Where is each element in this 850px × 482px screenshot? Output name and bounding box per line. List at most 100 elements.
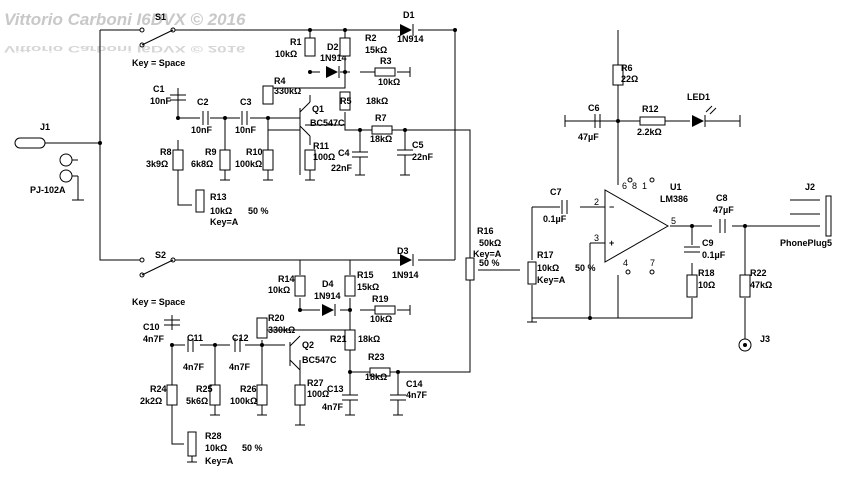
c12-value: 4n7F bbox=[229, 362, 251, 372]
c7-name: C7 bbox=[550, 187, 562, 197]
r22-value: 47kΩ bbox=[750, 280, 772, 290]
r2-value: 15kΩ bbox=[365, 45, 387, 55]
r11-name: R11 bbox=[313, 141, 329, 151]
ic-pin2: 2 bbox=[594, 197, 599, 207]
r18-value: 10Ω bbox=[698, 280, 715, 290]
r9-name: R9 bbox=[205, 147, 217, 157]
r13-value: 10kΩ bbox=[210, 206, 232, 216]
c12-name: C12 bbox=[232, 333, 249, 343]
ic-u1: − + U1 LM386 2 3 4 5 6 7 8 1 bbox=[594, 177, 688, 275]
r13-pct: 50 % bbox=[248, 206, 269, 216]
r26-value: 100kΩ bbox=[230, 396, 257, 406]
c9-value: 0.1µF bbox=[702, 250, 726, 260]
r16-name: R16 bbox=[477, 226, 494, 236]
c4-name: C4 bbox=[338, 148, 350, 158]
c7-value: 0.1µF bbox=[543, 214, 567, 224]
r8-name: R8 bbox=[160, 147, 172, 157]
d1-name: D1 bbox=[403, 10, 415, 20]
diode-d3: D3 1N914 bbox=[392, 246, 419, 280]
c11-value: 4n7F bbox=[183, 362, 205, 372]
d2-name: D2 bbox=[327, 42, 339, 52]
j1-name: J1 bbox=[40, 122, 50, 132]
j3-name: J3 bbox=[760, 334, 770, 344]
r23-name: R23 bbox=[368, 352, 385, 362]
r25-name: R25 bbox=[196, 384, 213, 394]
c3-value: 10nF bbox=[235, 125, 257, 135]
r15-name: R15 bbox=[357, 270, 374, 280]
c5-name: C5 bbox=[412, 140, 424, 150]
r21-value: 18kΩ bbox=[358, 334, 380, 344]
diode-d4: D4 1N914 bbox=[314, 279, 341, 316]
ic-plus-sign: + bbox=[609, 238, 614, 248]
r7-value: 18kΩ bbox=[370, 134, 392, 144]
s1-label: S1 bbox=[155, 12, 166, 22]
j1-part: PJ-102A bbox=[30, 185, 66, 195]
r28-name: R28 bbox=[205, 431, 222, 441]
switch-s2: S2 Key = Space bbox=[132, 250, 185, 307]
c14-value: 4n7F bbox=[406, 390, 428, 400]
r24-name: R24 bbox=[150, 384, 167, 394]
c8-name: C8 bbox=[716, 193, 728, 203]
q2-value: BC547C bbox=[302, 355, 337, 365]
capacitors: C1 10nF C2 10nF C3 10nF C4 22nF C5 22nF … bbox=[143, 84, 734, 412]
ic-pin1: 1 bbox=[642, 181, 647, 191]
r3-name: R3 bbox=[380, 56, 392, 66]
s2-label: S2 bbox=[155, 250, 166, 260]
s2-key-label: Key = Space bbox=[132, 297, 185, 307]
c13-name: C13 bbox=[327, 384, 344, 394]
r3-value: 10kΩ bbox=[378, 77, 400, 87]
c4-value: 22nF bbox=[331, 163, 353, 173]
r12-name: R12 bbox=[642, 104, 659, 114]
led-led1: LED1 bbox=[687, 92, 717, 127]
u1-name: U1 bbox=[670, 182, 682, 192]
ic-pin5: 5 bbox=[671, 216, 676, 226]
pot-r28: R28 10kΩ Key=A 50 % bbox=[171, 430, 263, 466]
r1-value: 10kΩ bbox=[275, 49, 297, 59]
r24-value: 2k2Ω bbox=[140, 396, 162, 406]
q1-name: Q1 bbox=[312, 104, 324, 114]
r16-value: 50kΩ bbox=[479, 238, 501, 248]
pot-r17: R17 10kΩ Key=A 50 % bbox=[527, 250, 596, 285]
watermark-reflection-text: Vittorio Carboni I6DVX © 2016 bbox=[4, 44, 246, 54]
ic-minus-sign: − bbox=[609, 202, 614, 212]
r9-value: 6k8Ω bbox=[191, 159, 213, 169]
r11-value: 100Ω bbox=[313, 152, 335, 162]
ic-pin7: 7 bbox=[650, 258, 655, 268]
watermark-text: Vittorio Carboni I6DVX © 2016 bbox=[4, 10, 246, 29]
r17-pct: 50 % bbox=[575, 263, 596, 273]
d3-name: D3 bbox=[397, 246, 409, 256]
c2-value: 10nF bbox=[191, 125, 213, 135]
r2-name: R2 bbox=[365, 33, 377, 43]
r28-pct: 50 % bbox=[242, 443, 263, 453]
watermark-reflection: Vittorio Carboni I6DVX © 2016 bbox=[4, 44, 246, 54]
q2-name: Q2 bbox=[302, 340, 314, 350]
junction-dots bbox=[98, 28, 747, 374]
j2-name: J2 bbox=[805, 182, 815, 192]
r20-value: 330kΩ bbox=[268, 325, 295, 335]
r23-value: 18kΩ bbox=[365, 372, 387, 382]
c9-name: C9 bbox=[702, 238, 714, 248]
led1-name: LED1 bbox=[687, 92, 710, 102]
r22-name: R22 bbox=[750, 268, 767, 278]
r8-value: 3k9Ω bbox=[146, 159, 168, 169]
r15-value: 15kΩ bbox=[357, 282, 379, 292]
c11-name: C11 bbox=[187, 333, 203, 343]
r14-name: R14 bbox=[278, 274, 295, 284]
r16-pct: 50 % bbox=[479, 258, 500, 268]
r17-value: 10kΩ bbox=[537, 263, 559, 273]
c5-value: 22nF bbox=[412, 152, 434, 162]
r12-value: 2.2kΩ bbox=[637, 127, 662, 137]
r26-name: R26 bbox=[240, 384, 257, 394]
r19-value: 10kΩ bbox=[370, 314, 392, 324]
r13-key: Key=A bbox=[210, 217, 239, 227]
jack-j2: J2 PhonePlug5 bbox=[780, 182, 832, 248]
jack-j1: J1 PJ-102A bbox=[14, 122, 84, 201]
switch-s1: S1 Key = Space bbox=[132, 12, 185, 68]
c8-value: 47µF bbox=[713, 205, 734, 215]
d4-name: D4 bbox=[322, 279, 334, 289]
c10-name: C10 bbox=[143, 322, 160, 332]
r20-name: R20 bbox=[268, 313, 285, 323]
d2-value: 1N914 bbox=[320, 53, 347, 63]
c2-name: C2 bbox=[197, 97, 209, 107]
